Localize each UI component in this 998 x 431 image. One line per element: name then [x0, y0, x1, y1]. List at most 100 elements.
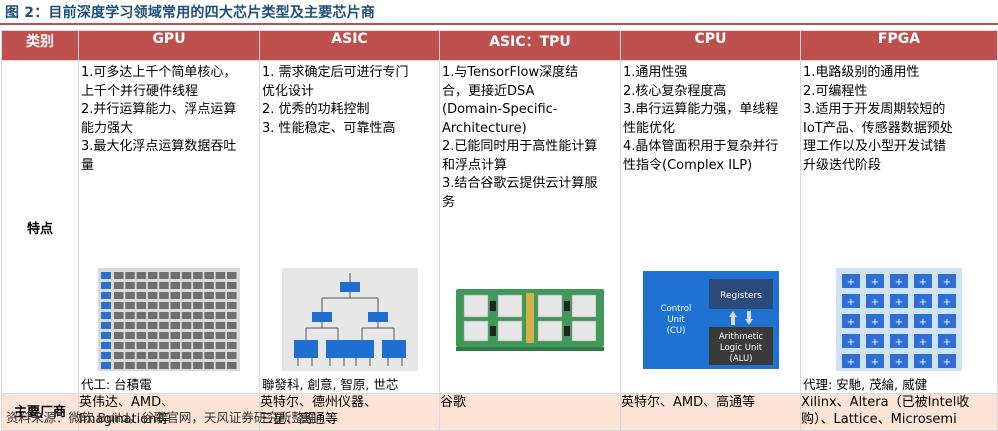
fpga-plus-glyph: + — [919, 357, 927, 368]
gpu-control-block — [101, 282, 111, 289]
gpu-core-block — [215, 342, 226, 349]
fpga-logic-cell — [866, 354, 884, 368]
gpu-core-block — [215, 292, 226, 299]
asic-tree-diagram-image — [281, 268, 418, 371]
text-line: 优化设计 — [262, 83, 315, 99]
text-line: (Domain-Specific- — [442, 102, 558, 117]
gpu-core-block — [204, 352, 214, 359]
text-line: 3.适用于开发周期较短的 — [803, 102, 946, 117]
gpu-control-block — [101, 312, 111, 319]
gpu-core-block — [159, 302, 169, 309]
gpu-core-block — [147, 302, 158, 309]
fpga-logic-cell — [890, 314, 908, 328]
gpu-core-block — [204, 302, 214, 309]
text-line: 2.可编程性 — [803, 83, 868, 99]
gpu-core-block — [136, 272, 147, 279]
text-line: 2.并行运算能力、浮点运算 — [81, 102, 237, 117]
source-note: 资料来源：微软 Build，谷歌官网，天风证券研究所整理 — [6, 410, 317, 425]
fpga-plus-glyph: + — [895, 277, 903, 288]
gpu-core-block — [159, 272, 169, 279]
fpga-plus-glyph: + — [943, 317, 951, 328]
gpu-core-block — [125, 282, 135, 289]
cpu-alu-label: Logic Unit — [719, 343, 762, 353]
gpu-core-block — [136, 352, 147, 359]
gpu-core-block — [193, 282, 203, 289]
gpu-core-block — [215, 332, 226, 339]
gpu-core-block — [181, 322, 192, 329]
fpga-logic-cell — [938, 334, 956, 348]
gpu-core-block — [159, 352, 169, 359]
text-line: 英特尔、AMD、高通等 — [621, 395, 756, 410]
gpu-core-block — [147, 362, 158, 369]
text-line: 1.与TensorFlow深度结 — [442, 65, 579, 80]
fpga-plus-glyph: + — [871, 297, 879, 308]
text-line: 1. 需求确定后可进行专门 — [262, 65, 409, 80]
gpu-control-block — [101, 352, 111, 359]
fpga-logic-cell — [866, 274, 884, 288]
fpga-logic-cell — [890, 334, 908, 348]
fpga-plus-glyph: + — [847, 277, 855, 288]
gpu-core-block — [159, 362, 169, 369]
gpu-core-block — [227, 332, 237, 339]
gpu-core-block — [159, 322, 169, 329]
text-line: 3.串行运算能力强，单线程 — [623, 102, 779, 117]
gpu-core-block — [170, 352, 180, 359]
features-row: 特点 1.可多达上千个简单核心， 上千个并行硬件线程 2.并行运算能力、浮点运算… — [1, 60, 998, 394]
vendors-cpu: 英特尔、AMD、高通等 — [620, 393, 801, 431]
gpu-core-block — [181, 292, 192, 299]
gpu-core-block — [125, 362, 135, 369]
gpu-core-block — [193, 352, 203, 359]
vendors-tpu: 谷歌 — [439, 393, 621, 431]
gpu-core-block — [227, 282, 237, 289]
text-line: Architecture) — [442, 120, 527, 136]
gpu-core-block — [227, 342, 237, 349]
fpga-plus-glyph: + — [895, 317, 903, 328]
gpu-core-block — [136, 362, 147, 369]
gpu-control-block — [101, 302, 111, 309]
gpu-core-block — [170, 292, 180, 299]
gpu-core-block — [227, 322, 237, 329]
gpu-core-block — [114, 342, 124, 349]
gpu-core-block — [114, 352, 124, 359]
fpga-plus-glyph: + — [919, 317, 927, 328]
gpu-core-block — [215, 272, 226, 279]
text-line: 2.已能同时用于高性能计算 — [442, 139, 598, 154]
cpu-control-unit-label: (CU) — [666, 326, 685, 336]
gpu-control-block — [101, 342, 111, 349]
fpga-logic-grid-image: +++++++++++++++++++++++++ — [836, 268, 962, 371]
fpga-logic-cell — [890, 274, 908, 288]
gpu-core-block — [114, 272, 124, 279]
gpu-core-block — [170, 272, 180, 279]
gpu-core-block — [136, 292, 147, 299]
gpu-core-block — [193, 302, 203, 309]
fpga-logic-cell — [842, 314, 860, 328]
fpga-logic-cell — [890, 294, 908, 308]
header-asic: ASIC — [259, 30, 440, 61]
gpu-core-block — [147, 352, 158, 359]
fpga-logic-cell — [842, 274, 860, 288]
tpu-board-photo — [450, 271, 610, 361]
fpga-logic-cell — [914, 294, 932, 308]
fpga-plus-glyph: + — [847, 357, 855, 368]
fpga-logic-cell — [842, 334, 860, 348]
gpu-core-block — [181, 352, 192, 359]
gpu-core-block — [215, 312, 226, 319]
features-fpga: 1.电路级别的通用性 2.可编程性 3.适用于开发周期较短的 IoT产品、传感器… — [800, 60, 998, 394]
gpu-core-block — [136, 302, 147, 309]
gpu-core-block — [114, 362, 124, 369]
gpu-core-block — [215, 302, 226, 309]
gpu-core-grid-image — [98, 268, 240, 371]
gpu-core-block — [159, 292, 169, 299]
gpu-core-block — [170, 322, 180, 329]
text-line: 三星、高通等 — [260, 412, 339, 427]
fpga-logic-cell — [842, 354, 860, 368]
text-line: 谷歌 — [440, 395, 467, 410]
gpu-core-block — [136, 312, 147, 319]
text-line: 2. 优秀的功耗控制 — [262, 102, 370, 117]
gpu-core-block — [204, 292, 214, 299]
gpu-core-block — [193, 312, 203, 319]
text-line: 量 — [81, 157, 95, 173]
gpu-core-block — [181, 302, 192, 309]
gpu-core-block — [114, 302, 124, 309]
fpga-logic-cell — [938, 274, 956, 288]
